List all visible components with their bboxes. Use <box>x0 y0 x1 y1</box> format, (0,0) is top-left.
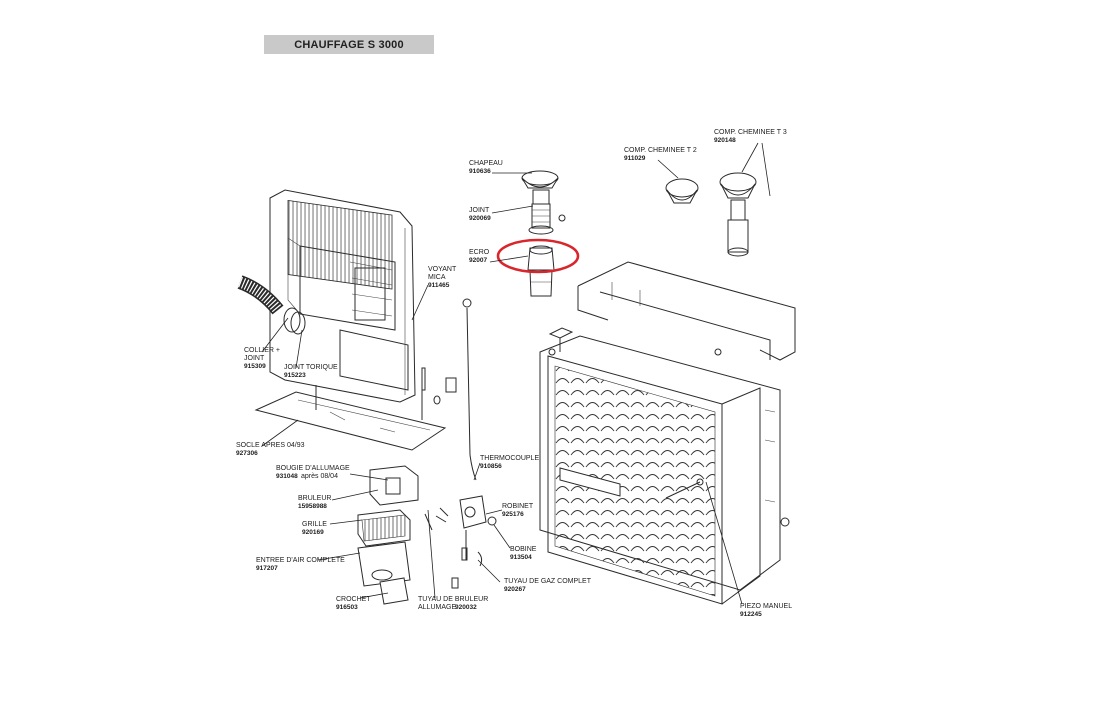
ref-comp-t3: 920148 <box>714 137 736 144</box>
ref-crochet: 916503 <box>336 604 358 611</box>
ref-robinet: 925176 <box>502 511 524 518</box>
ref-tuyau-gaz: 920267 <box>504 586 526 593</box>
label-tuyau-gaz: TUYAU DE GAZ COMPLET <box>504 578 592 585</box>
ref-voyant: 911465 <box>428 282 450 289</box>
chimney-kit-t2 <box>665 178 699 204</box>
label-ecrou: ECRO <box>469 249 490 256</box>
ref-bobine: 913504 <box>510 554 532 561</box>
burner-assembly <box>357 465 419 605</box>
label-socle: SOCLE APRES 04/93 <box>236 442 305 449</box>
label-grille: GRILLE <box>302 521 327 528</box>
leader-lines <box>261 142 771 605</box>
label-entree-air: ENTREE D'AIR COMPLETE <box>256 557 345 564</box>
label-bobine: BOBINE <box>510 546 537 553</box>
flexible-hose <box>237 275 306 335</box>
ref-chapeau: 910636 <box>469 168 491 175</box>
label-piezo: PIEZO MANUEL <box>740 603 792 610</box>
ref-bougie: 931048 <box>276 473 298 480</box>
label-thermocouple: THERMOCOUPLE <box>480 455 539 462</box>
ref-collier: 915309 <box>244 363 266 370</box>
label-crochet: CROCHET <box>336 596 371 603</box>
ref-entree-air: 917207 <box>256 565 278 572</box>
cabinet-body <box>539 327 790 605</box>
label-comp-t3: COMP. CHEMINEE T 3 <box>714 129 787 136</box>
title-bar: CHAUFFAGE S 3000 <box>264 35 434 54</box>
label-chapeau: CHAPEAU <box>469 160 503 167</box>
ref-piezo: 912245 <box>740 611 762 618</box>
ref-thermocouple: 910856 <box>480 463 502 470</box>
ref-ecrou: 92007 <box>469 257 487 264</box>
label-tuyau-bruleur-2: ALLUMAGE <box>418 604 456 611</box>
thermocouple-rod <box>462 298 477 481</box>
label-bougie: BOUGIE D'ALLUMAGE <box>276 465 350 472</box>
ref-grille: 920169 <box>302 529 324 536</box>
ref-joint-torique: 915223 <box>284 372 306 379</box>
label-tuyau-bruleur: TUYAU DE BRULEUR <box>418 596 488 603</box>
label-voyant: VOYANT <box>428 266 457 273</box>
chimney-assembly <box>521 170 566 297</box>
socle-plate <box>254 370 447 451</box>
label-joint-torique: JOINT TORIQUE <box>284 364 338 371</box>
page-title: CHAUFFAGE S 3000 <box>294 38 404 51</box>
gas-valve <box>459 495 497 567</box>
label-collier-2: JOINT <box>244 355 265 362</box>
heat-exchanger <box>269 189 416 403</box>
label-comp-t2: COMP. CHEMINEE T 2 <box>624 147 697 154</box>
ref-bruleur: 15958988 <box>298 503 327 510</box>
highlight-circle <box>496 238 580 274</box>
ref-socle: 927306 <box>236 450 258 457</box>
label-bruleur: BRULEUR <box>298 495 331 502</box>
small-fittings <box>421 367 468 589</box>
ref-joint: 920069 <box>469 215 491 222</box>
note-bougie: après 08/04 <box>301 473 338 480</box>
top-cover <box>577 261 796 361</box>
label-robinet: ROBINET <box>502 503 534 510</box>
ref-tuyau-bruleur: 920032 <box>455 604 477 611</box>
label-collier: COLLIER + <box>244 347 280 354</box>
label-joint: JOINT <box>469 207 490 214</box>
ref-comp-t2: 911029 <box>624 155 646 162</box>
label-voyant-2: MICA <box>428 274 446 281</box>
chimney-kit-t3 <box>719 172 757 257</box>
